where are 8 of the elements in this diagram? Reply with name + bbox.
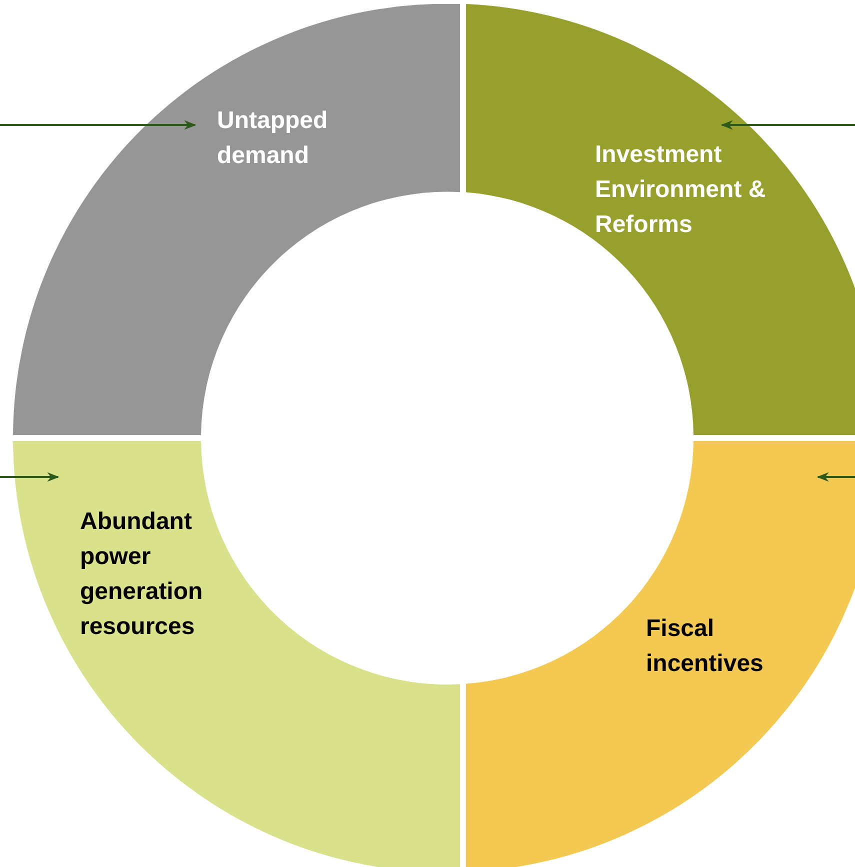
segment-label: Fiscal incentives bbox=[646, 614, 764, 679]
arrow bbox=[816, 472, 855, 482]
arrow bbox=[0, 120, 196, 130]
arrow bbox=[720, 120, 855, 130]
arrow bbox=[0, 472, 60, 482]
segment-label: Abundant power generation resources bbox=[80, 507, 204, 642]
segment-label: Untapped demand bbox=[216, 106, 329, 171]
segment-label: Investment Environment & Reforms bbox=[595, 140, 767, 240]
